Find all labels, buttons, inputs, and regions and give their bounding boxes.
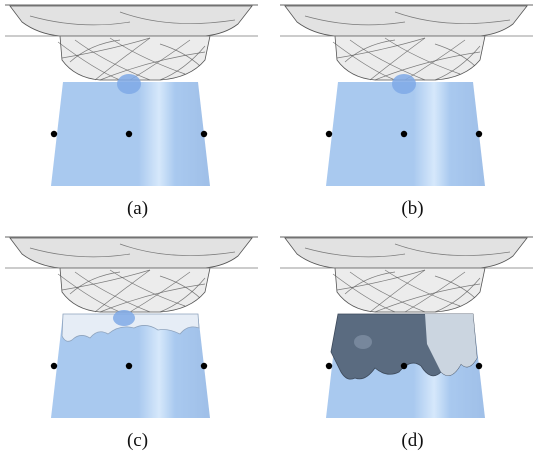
impeller-hub (284, 237, 528, 269)
blade-curve (304, 247, 406, 258)
probe-point (325, 130, 333, 138)
blade-curve (57, 273, 121, 313)
panel-b: (b) (275, 0, 550, 230)
blade-curve (74, 39, 151, 81)
blade-curve (94, 37, 151, 81)
impeller-hub (9, 237, 253, 269)
blade-curve (119, 243, 236, 256)
blade-curve (332, 273, 396, 313)
blade-curve (434, 275, 476, 299)
probe-point (125, 130, 133, 138)
blade-curve (332, 41, 396, 81)
blade-curve (74, 271, 151, 313)
blade-curve (99, 283, 206, 313)
impeller (5, 236, 258, 313)
probe-points (50, 362, 208, 370)
air-bubble (113, 310, 135, 326)
blade-curve (344, 39, 396, 63)
blade-curve (94, 269, 151, 313)
air-bubble (117, 74, 141, 94)
probe-point (475, 130, 483, 138)
panel-a-graphic (5, 4, 258, 186)
blade-curve (119, 11, 236, 24)
impeller (280, 4, 533, 81)
blade-curve (394, 243, 511, 256)
probe-points (50, 130, 208, 138)
probe-point (50, 130, 58, 138)
probe-point (400, 130, 408, 138)
impeller (280, 236, 533, 313)
air-bubble (392, 74, 416, 94)
air-pocket (354, 335, 372, 349)
panel-b-label: (b) (401, 198, 424, 219)
blade-curve (57, 41, 121, 81)
blade-curve (369, 37, 426, 81)
probe-point (50, 362, 58, 370)
impeller-hub (9, 5, 253, 37)
blade-curve (109, 269, 186, 307)
blade-curve (384, 37, 461, 75)
panel-d: (d) (275, 232, 550, 462)
blade-curve (304, 15, 406, 26)
vessel (326, 74, 485, 186)
liquid-interface (61, 313, 200, 342)
blade-curve (374, 283, 481, 313)
blade-curve (374, 51, 481, 81)
blade-curve (344, 271, 396, 295)
blade-curve (369, 269, 426, 313)
blade-curve (336, 269, 426, 291)
blade-curve (69, 39, 121, 63)
blade-curve (336, 37, 426, 59)
panel-d-graphic (280, 236, 533, 418)
blade-curve (434, 43, 476, 67)
blade-curve (29, 247, 131, 258)
probe-points (325, 130, 483, 138)
probe-point (400, 362, 408, 370)
blade-curve (394, 11, 511, 24)
impeller-hub (284, 5, 528, 37)
blade-curve (69, 271, 121, 295)
panel-c: (c) (0, 232, 275, 462)
blade-curve (349, 39, 426, 81)
blade-curve (159, 45, 206, 81)
blade-curve (384, 269, 461, 307)
impeller (5, 4, 258, 81)
blade-curve (61, 269, 151, 291)
panel-c-graphic (5, 236, 258, 418)
panel-d-label: (d) (401, 430, 424, 451)
blade-curve (349, 271, 426, 313)
blade-curve (29, 15, 131, 26)
panel-a-label: (a) (126, 198, 149, 219)
interface-highlight (425, 314, 477, 376)
probe-point (200, 362, 208, 370)
panel-a: (a) (0, 0, 275, 230)
panel-c-label: (c) (126, 430, 149, 451)
blade-curve (159, 43, 201, 67)
vessel (51, 74, 210, 186)
probe-point (200, 130, 208, 138)
probe-point (125, 362, 133, 370)
blade-curve (434, 277, 481, 313)
blade-curve (434, 45, 481, 81)
probe-points (325, 362, 483, 370)
panel-b-graphic (280, 4, 533, 186)
probe-point (475, 362, 483, 370)
blade-curve (61, 37, 151, 59)
probe-point (325, 362, 333, 370)
blade-curve (109, 37, 186, 75)
blade-curve (159, 277, 206, 313)
blade-curve (99, 51, 206, 81)
blade-curve (159, 275, 201, 299)
